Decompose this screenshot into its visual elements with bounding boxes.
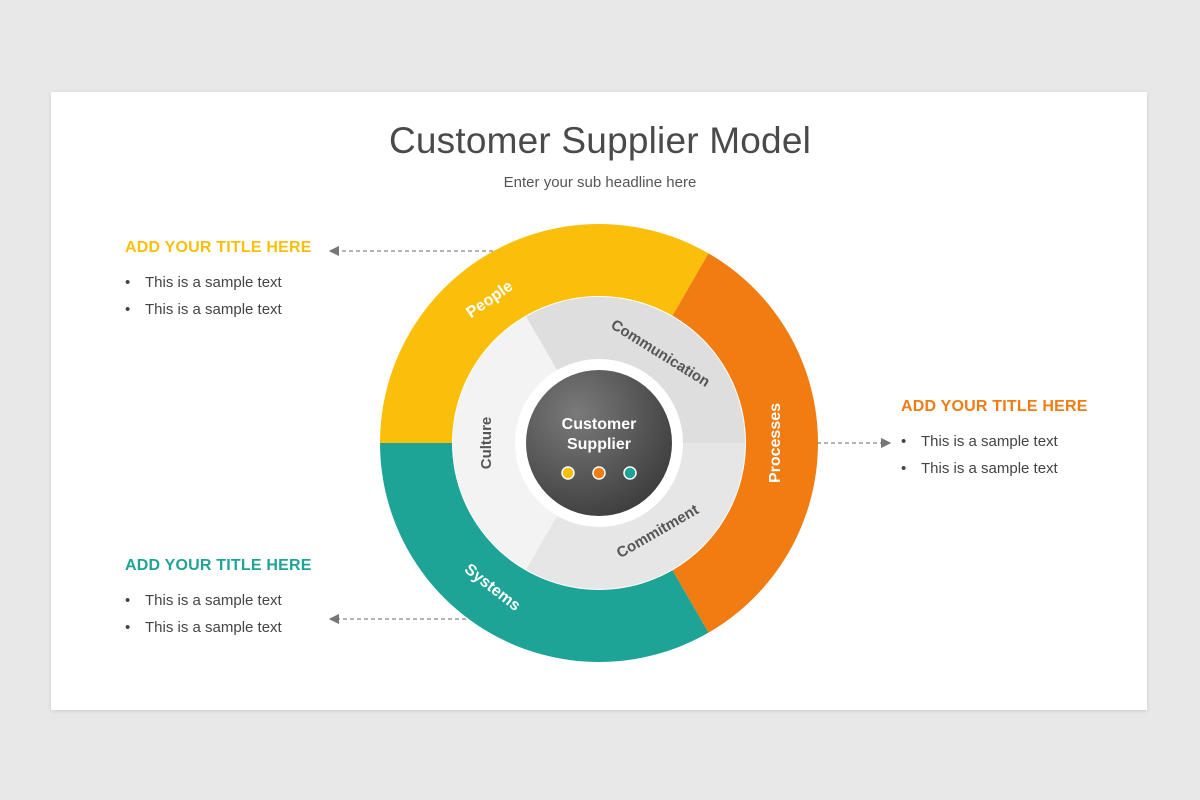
bullet-item: This is a sample text bbox=[901, 455, 1088, 482]
bullet-item: This is a sample text bbox=[125, 269, 312, 296]
segment-people bbox=[380, 224, 709, 443]
text-block-bottom-left: ADD YOUR TITLE HERE This is a sample tex… bbox=[125, 557, 312, 641]
center-dot-orange bbox=[592, 466, 606, 480]
center-circle bbox=[526, 370, 672, 516]
text-block-right: ADD YOUR TITLE HERE This is a sample tex… bbox=[901, 398, 1088, 482]
page-subtitle: Enter your sub headline here bbox=[503, 174, 697, 191]
center-dot-yellow bbox=[561, 466, 575, 480]
bullet-item: This is a sample text bbox=[125, 296, 312, 323]
label-culture: Culture bbox=[478, 417, 495, 470]
bullet-list-right: This is a sample text This is a sample t… bbox=[901, 428, 1088, 482]
bullet-list-bottom-left: This is a sample text This is a sample t… bbox=[125, 587, 312, 641]
bullet-item: This is a sample text bbox=[125, 587, 312, 614]
block-title-right: ADD YOUR TITLE HERE bbox=[901, 398, 1088, 415]
text-block-top-left: ADD YOUR TITLE HERE This is a sample tex… bbox=[125, 239, 312, 323]
center-label-line2: Supplier bbox=[567, 436, 631, 453]
block-title-top-left: ADD YOUR TITLE HERE bbox=[125, 239, 312, 256]
bullet-item: This is a sample text bbox=[901, 428, 1088, 455]
center-dot-teal bbox=[623, 466, 637, 480]
label-processes: Processes bbox=[767, 403, 784, 483]
block-title-bottom-left: ADD YOUR TITLE HERE bbox=[125, 557, 312, 574]
center-label-line1: Customer bbox=[562, 416, 637, 433]
page-title: Customer Supplier Model bbox=[388, 120, 812, 161]
segment-systems bbox=[380, 443, 709, 662]
bullet-item: This is a sample text bbox=[125, 614, 312, 641]
bullet-list-top-left: This is a sample text This is a sample t… bbox=[125, 269, 312, 323]
